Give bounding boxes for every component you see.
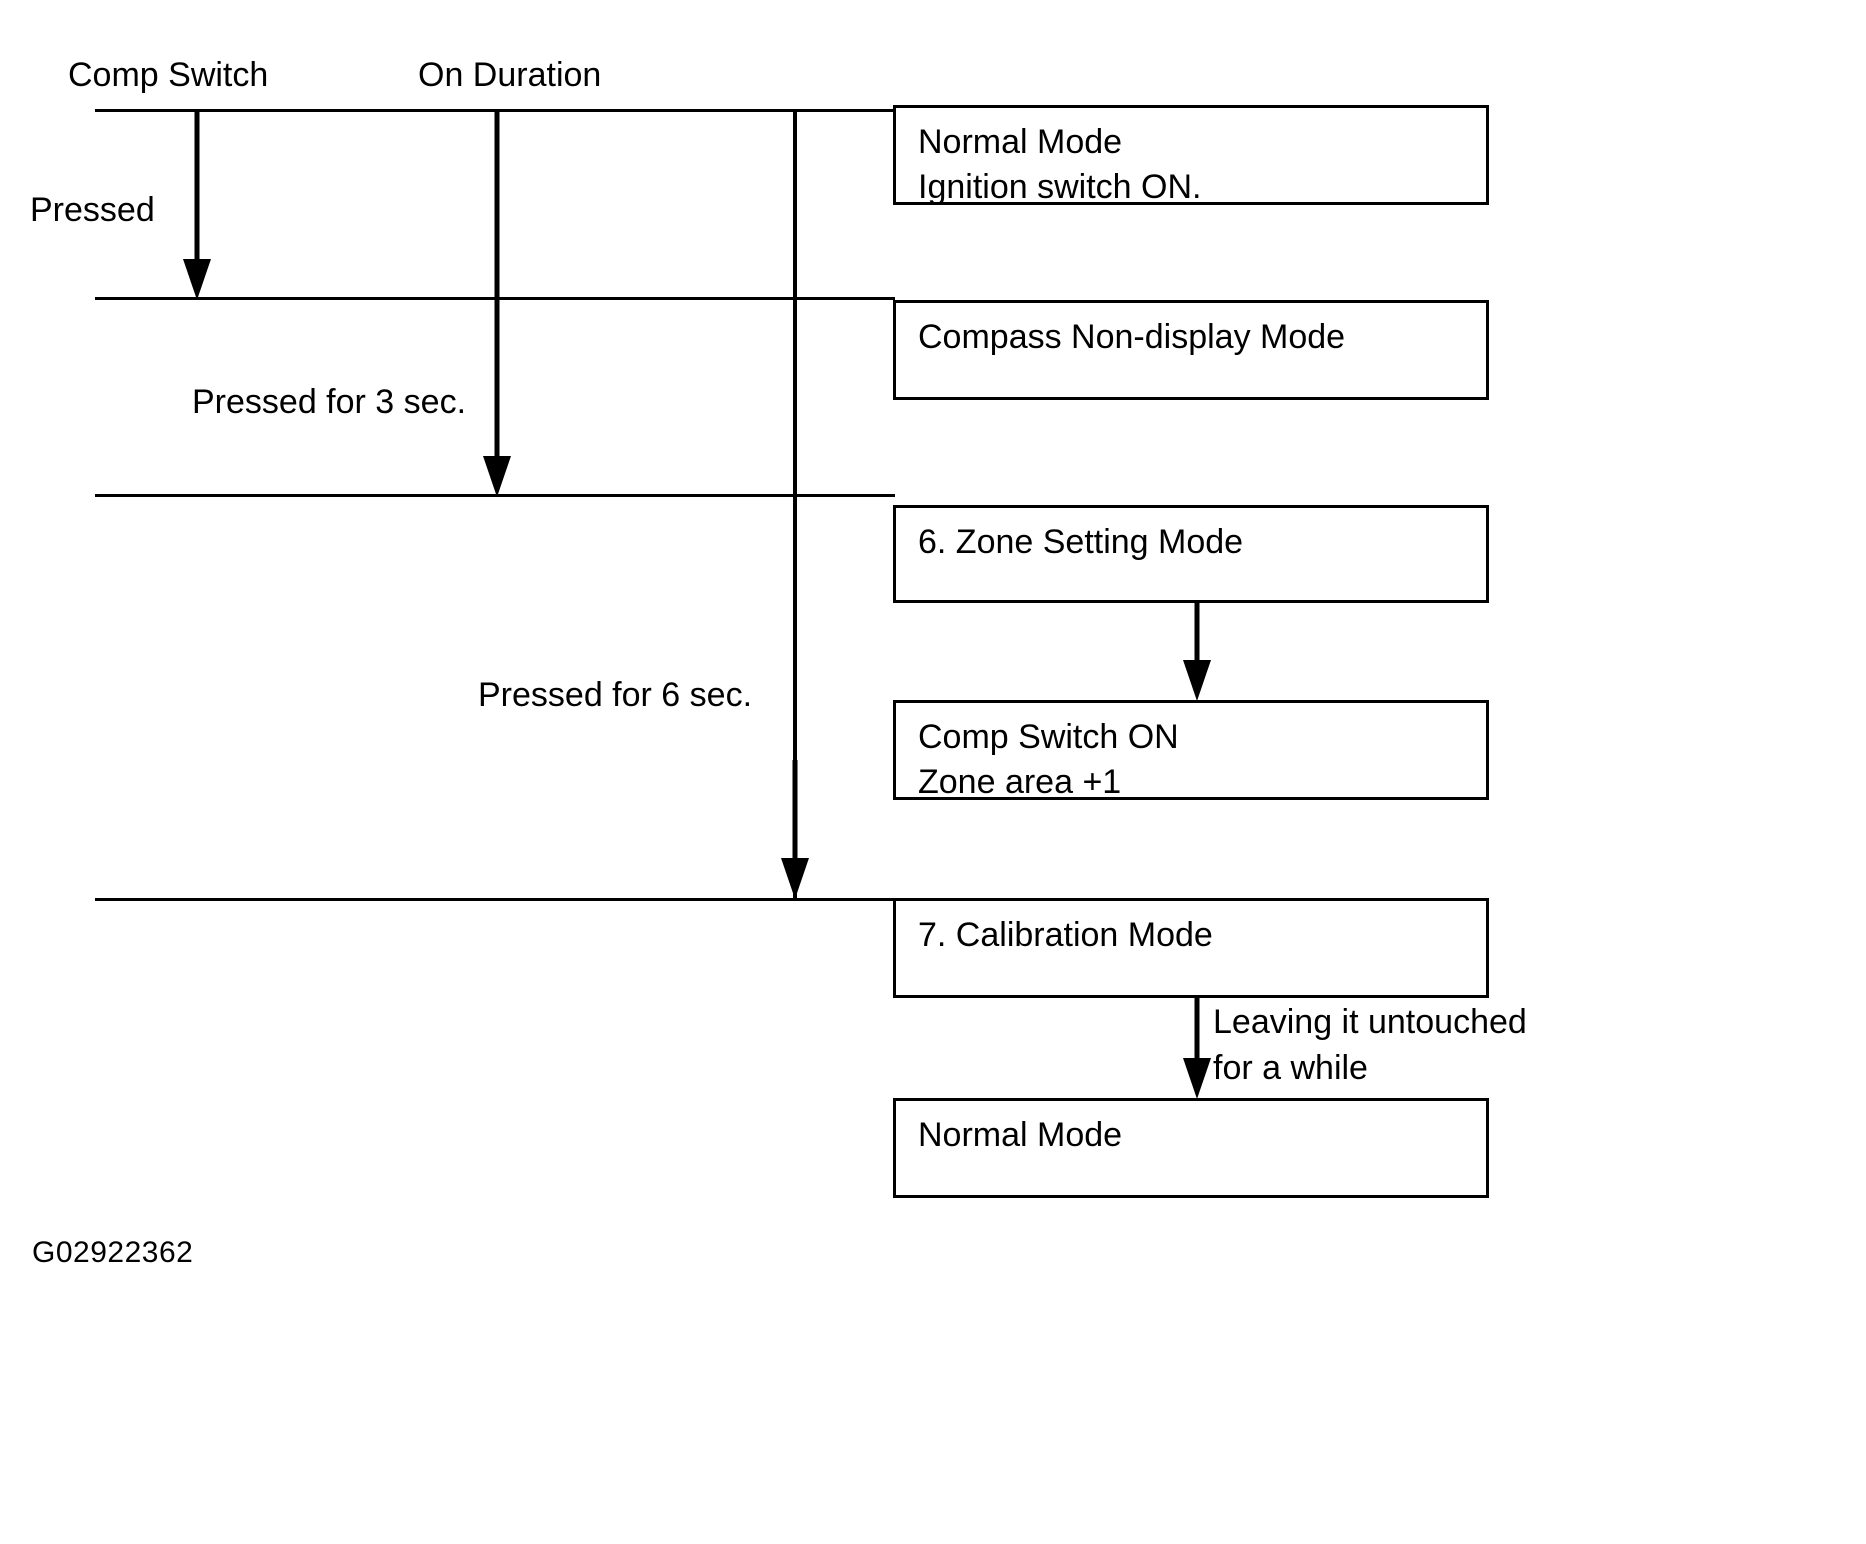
timeline-rule-calibration: [95, 898, 895, 901]
pressed-label: Pressed: [30, 191, 155, 229]
leaving-untouched-line2: for a while: [1213, 1049, 1368, 1087]
box-zone-setting-mode: 6. Zone Setting Mode: [893, 505, 1489, 603]
box-calibration-mode: 7. Calibration Mode: [893, 898, 1489, 998]
arrow-calibration-to-normal-mode: [1182, 998, 1212, 1100]
pressed-3sec-label: Pressed for 3 sec.: [192, 383, 467, 421]
duration-lane-6sec: [793, 109, 797, 899]
arrow-6sec-to-calibration: [780, 760, 810, 900]
on-duration-column-label: On Duration: [418, 56, 602, 94]
box-comp-switch-on: Comp Switch ON Zone area +1: [893, 700, 1489, 801]
leaving-untouched-line1: Leaving it untouched: [1213, 1003, 1527, 1041]
timeline-rule-zone-setting: [95, 494, 895, 497]
box-normal-mode-bottom-text: Normal Mode: [918, 1116, 1123, 1154]
box-compass-non-display-mode-text: Compass Non-display Mode: [918, 318, 1346, 356]
arrow-zone-setting-to-comp-switch-on: [1182, 600, 1212, 702]
box-normal-mode-top: Normal Mode Ignition switch ON.: [893, 105, 1489, 206]
box-normal-mode-bottom: Normal Mode: [893, 1098, 1489, 1198]
box-calibration-mode-text: 7. Calibration Mode: [918, 916, 1213, 954]
figure-code-label: G02922362: [32, 1236, 194, 1269]
box-normal-mode-top-text: Normal Mode Ignition switch ON.: [918, 123, 1202, 206]
comp-switch-column-label: Comp Switch: [68, 56, 269, 94]
arrow-3sec-to-zone-setting: [482, 109, 512, 498]
box-compass-non-display-mode: Compass Non-display Mode: [893, 300, 1489, 400]
pressed-6sec-label: Pressed for 6 sec.: [478, 676, 753, 714]
box-comp-switch-on-text: Comp Switch ON Zone area +1: [918, 718, 1179, 801]
box-zone-setting-mode-text: 6. Zone Setting Mode: [918, 523, 1244, 561]
arrow-pressed-to-non-display: [182, 109, 212, 301]
